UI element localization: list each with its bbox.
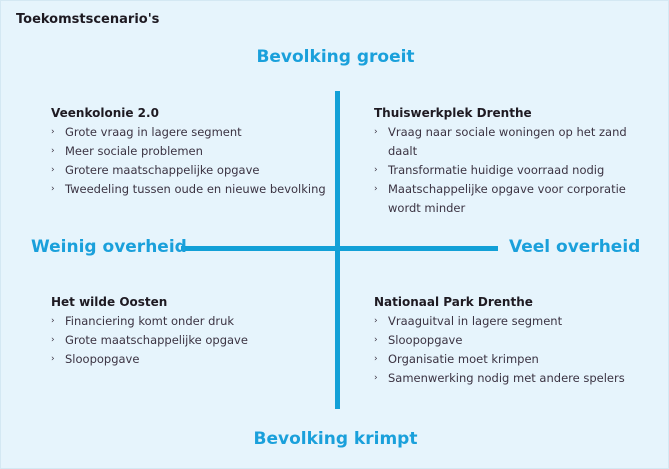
bullet-chevron-icon: ›: [374, 165, 378, 175]
quadrant-title: Nationaal Park Drenthe: [374, 295, 533, 309]
list-item: › Financiering komt onder druk: [51, 312, 341, 331]
list-item-text: Sloopopgave: [388, 333, 463, 347]
list-item: › Sloopopgave: [374, 331, 654, 350]
horizontal-axis: [181, 246, 498, 251]
list-item: › Maatschappelijke opgave voor corporatie…: [374, 180, 654, 218]
list-item-text: Sloopopgave: [65, 352, 140, 366]
bullet-chevron-icon: ›: [51, 354, 55, 364]
list-item-text: Maatschappelijke opgave voor corporatie …: [388, 182, 626, 215]
list-item: › Meer sociale problemen: [51, 142, 341, 161]
bullet-chevron-icon: ›: [374, 354, 378, 364]
list-item: › Sloopopgave: [51, 350, 341, 369]
quadrant-list: › Vraaguitval in lagere segment › Sloopopga…: [374, 312, 654, 388]
quadrant-bottom-right: Nationaal Park Drenthe › Vraaguitval in la…: [374, 293, 654, 388]
list-item-text: Meer sociale problemen: [65, 144, 203, 158]
list-item-text: Financiering komt onder druk: [65, 314, 235, 328]
list-item: › Organisatie moet krimpen: [374, 350, 654, 369]
quadrant-list: › Vraag naar sociale woningen op het zand…: [374, 123, 654, 218]
list-item-text: Grote vraag in lagere segment: [65, 125, 242, 139]
quadrant-bottom-left: Het wilde Oosten › Financiering komt onder…: [51, 293, 341, 369]
list-item: › Tweedeling tussen oude en nieuwe bevolk…: [51, 180, 341, 199]
bullet-chevron-icon: ›: [374, 335, 378, 345]
panel-title: Toekomstscenario's: [16, 12, 160, 27]
quadrant-title: Thuiswerkplek Drenthe: [374, 106, 532, 120]
list-item: › Vraaguitval in lagere segment: [374, 312, 654, 331]
quadrant-title: Veenkolonie 2.0: [51, 106, 159, 120]
list-item: › Grotere maatschappelijke opgave: [51, 161, 341, 180]
quadrant-top-left: Veenkolonie 2.0 › Grote vraag in lagere se…: [51, 104, 341, 199]
list-item-text: Grote maatschappelijke opgave: [65, 333, 248, 347]
list-item: › Transformatie huidige voorraad nodig: [374, 161, 654, 180]
bullet-chevron-icon: ›: [51, 127, 55, 137]
bullet-chevron-icon: ›: [51, 165, 55, 175]
axis-label-top: Bevolking groeit: [256, 47, 415, 67]
quadrant-top-right: Thuiswerkplek Drenthe › Vraag naar sociale…: [374, 104, 654, 218]
list-item-text: Vraag naar sociale woningen op het zand …: [388, 125, 627, 158]
list-item-text: Vraaguitval in lagere segment: [388, 314, 563, 328]
list-item: › Grote maatschappelijke opgave: [51, 331, 341, 350]
bullet-chevron-icon: ›: [374, 127, 378, 137]
list-item: › Samenwerking nodig met andere spelers: [374, 369, 654, 388]
list-item: › Vraag naar sociale woningen op het zand…: [374, 123, 654, 161]
bullet-chevron-icon: ›: [51, 146, 55, 156]
list-item-text: Grotere maatschappelijke opgave: [65, 163, 260, 177]
bullet-chevron-icon: ›: [374, 316, 378, 326]
bullet-chevron-icon: ›: [51, 184, 55, 194]
bullet-chevron-icon: ›: [374, 373, 378, 383]
quadrant-list: › Financiering komt onder druk › Grote maat…: [51, 312, 341, 369]
bullet-chevron-icon: ›: [374, 184, 378, 194]
axis-label-left: Weinig overheid: [31, 237, 187, 257]
quadrant-title: Het wilde Oosten: [51, 295, 168, 309]
axis-label-right: Veel overheid: [509, 237, 641, 257]
axis-label-bottom: Bevolking krimpt: [253, 429, 418, 449]
list-item-text: Organisatie moet krimpen: [388, 352, 539, 366]
list-item-text: Samenwerking nodig met andere spelers: [388, 371, 625, 385]
list-item-text: Transformatie huidige voorraad nodig: [388, 163, 605, 177]
list-item: › Grote vraag in lagere segment: [51, 123, 341, 142]
list-item-text: Tweedeling tussen oude en nieuwe bevolki…: [65, 182, 326, 196]
bullet-chevron-icon: ›: [51, 335, 55, 345]
quadrant-list: › Grote vraag in lagere segment › Meer soci…: [51, 123, 341, 199]
bullet-chevron-icon: ›: [51, 316, 55, 326]
